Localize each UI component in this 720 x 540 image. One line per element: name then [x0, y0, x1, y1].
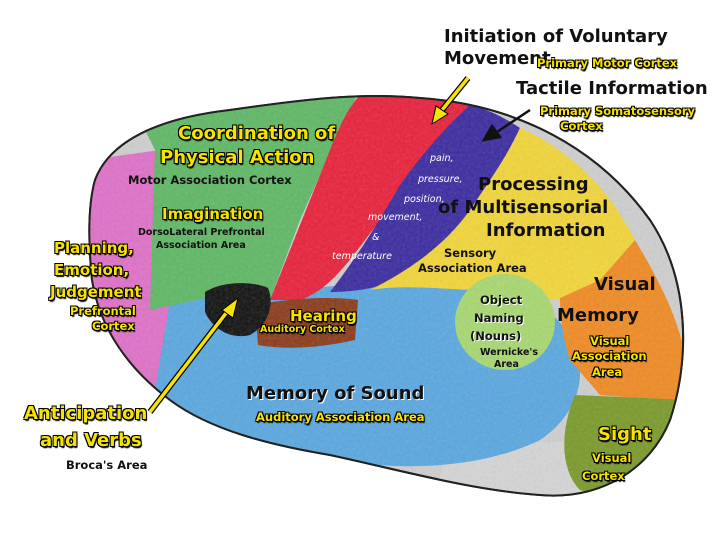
label-primary-motor: Primary Motor Cortex [537, 56, 678, 70]
label-dlpfc-2: Association Area [156, 240, 246, 251]
label-processing-1: Processing [478, 174, 589, 195]
label-visual-assoc-1: Visual [590, 334, 630, 348]
label-broca: Broca's Area [66, 458, 148, 472]
label-object-1: Object [480, 293, 523, 307]
label-initiation-2: Movement [444, 48, 551, 69]
label-visual-assoc-3: Area [592, 365, 623, 379]
label-planning-1: Planning, [54, 239, 134, 257]
label-prefrontal-1: Prefrontal [70, 304, 136, 318]
label-processing-2: of Multisensorial [438, 197, 609, 218]
label-dlpfc-1: DorsoLateral Prefrontal [138, 227, 265, 238]
label-motor-association: Motor Association Cortex [128, 173, 292, 187]
label-coordination-2: Physical Action [160, 147, 315, 168]
label-anticipation-1: Anticipation [24, 403, 148, 424]
label-coordination-1: Coordination of [178, 123, 336, 144]
label-object-3: (Nouns) [470, 329, 522, 343]
label-pressure: pressure, [418, 174, 463, 185]
arrow-broca [147, 296, 239, 414]
label-temperature: temperature [332, 251, 392, 262]
label-planning-2: Emotion, [54, 261, 130, 279]
label-somatosensory-1: Primary Somatosensory [540, 104, 696, 118]
label-initiation-1: Initiation of Voluntary [444, 26, 668, 47]
label-position: position, [404, 194, 445, 205]
label-visual-memory-1: Visual [594, 274, 656, 295]
label-processing-3: Information [486, 220, 606, 241]
label-tactile: Tactile Information [516, 78, 708, 99]
label-visual-assoc-2: Association [572, 349, 647, 363]
label-wernicke-1: Wernicke's [480, 347, 538, 358]
label-imagination: Imagination [162, 205, 264, 223]
label-auditory-cortex: Auditory Cortex [260, 324, 345, 335]
label-sensory-1: Sensory [444, 246, 497, 260]
label-planning-3: Judgement [50, 283, 142, 301]
label-prefrontal-2: Cortex [92, 319, 135, 333]
label-movement: movement, [368, 212, 423, 223]
label-amp: & [372, 232, 380, 243]
label-wernicke-2: Area [494, 359, 519, 370]
label-visual-memory-2: Memory [557, 305, 639, 326]
label-memory-sound: Memory of Sound [246, 383, 425, 404]
label-visual-cortex-1: Visual [592, 451, 632, 465]
arrow-tactile [481, 108, 531, 142]
arrow-motor [431, 76, 471, 126]
label-sensory-2: Association Area [418, 261, 527, 275]
label-somatosensory-2: Cortex [560, 119, 603, 133]
label-auditory-assoc: Auditory Association Area [256, 410, 425, 424]
label-hearing: Hearing [290, 307, 357, 325]
label-anticipation-2: and Verbs [40, 430, 142, 451]
label-pain: pain, [430, 153, 454, 164]
label-sight: Sight [598, 424, 652, 445]
label-visual-cortex-2: Cortex [582, 469, 625, 483]
label-object-2: Naming [474, 311, 524, 325]
